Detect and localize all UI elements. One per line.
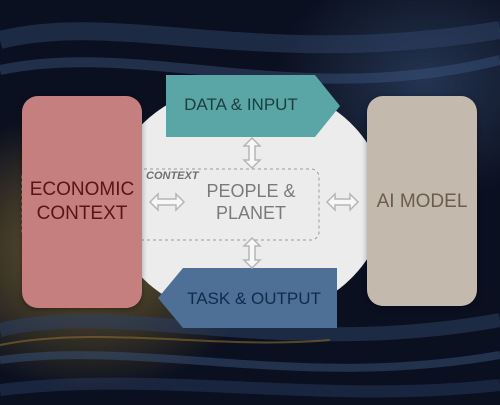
people-label-line1: PEOPLE &: [206, 181, 296, 202]
people-planet-label: PEOPLE & PLANET: [195, 176, 307, 230]
horizontal-arrow-right: [325, 192, 360, 212]
economic-context-box: [22, 96, 142, 308]
people-planet-ellipse: [109, 83, 385, 319]
vertical-arrow-bottom: [242, 236, 262, 270]
context-dashed-frame: [21, 168, 320, 241]
ai-model-label: AI MODEL: [376, 191, 468, 212]
data-input-label: DATA & INPUT: [184, 95, 298, 114]
context-tag-label: CONTEXT: [146, 170, 199, 182]
economic-label-line2: CONTEXT: [36, 203, 128, 224]
people-label-line2: PLANET: [215, 203, 286, 223]
data-input-arrow: [166, 75, 340, 137]
horizontal-arrow-left: [148, 192, 186, 212]
task-output-arrow: [158, 268, 337, 328]
vertical-arrow-top: [242, 136, 262, 170]
economic-context-label: ECONOMIC CONTEXT: [22, 168, 142, 236]
economic-label-line1: ECONOMIC: [29, 179, 135, 201]
task-output-label: TASK & OUTPUT: [187, 289, 321, 308]
ai-model-box: [367, 96, 477, 306]
